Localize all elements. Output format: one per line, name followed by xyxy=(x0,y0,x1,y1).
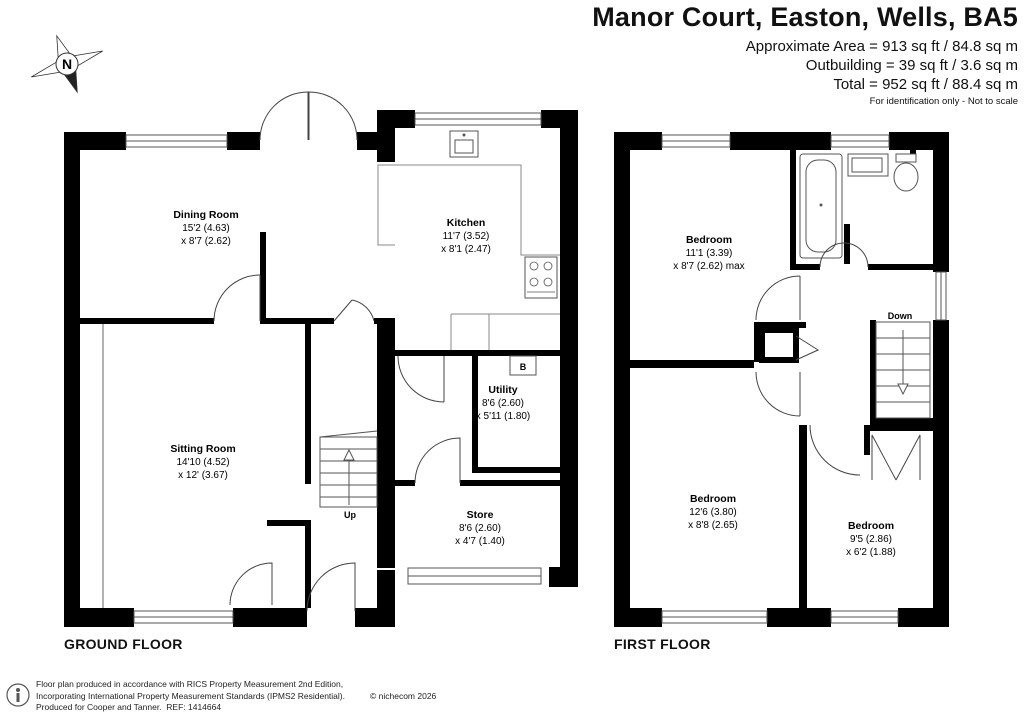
bedroom3-dim1: 9'5 (2.86) xyxy=(850,534,892,545)
bedroom1-name: Bedroom xyxy=(686,234,732,246)
stairs-up-label: Up xyxy=(344,510,356,520)
sitting-room-dim1: 14'10 (4.52) xyxy=(176,457,229,468)
footer-line-2: Incorporating International Property Mea… xyxy=(36,690,345,701)
footer-produced-for: Produced for Cooper and Tanner. xyxy=(36,702,162,712)
sitting-room-name: Sitting Room xyxy=(170,443,235,455)
property-title: Manor Court, Easton, Wells, BA5 xyxy=(592,2,1018,32)
kitchen-dim1: 11'7 (3.52) xyxy=(443,231,490,242)
bedroom1-dim1: 11'1 (3.39) xyxy=(686,248,733,259)
kitchen-name: Kitchen xyxy=(447,217,486,229)
utility-dim2: x 5'11 (1.80) xyxy=(476,411,531,422)
outbuilding-area: Outbuilding = 39 sq ft / 3.6 sq m xyxy=(805,57,1018,74)
bedroom2-dim2: x 8'8 (2.65) xyxy=(688,520,738,531)
ground-floor-label: GROUND FLOOR xyxy=(64,636,183,652)
kitchen-dim2: x 8'1 (2.47) xyxy=(441,244,491,255)
approximate-area: Approximate Area = 913 sq ft / 84.8 sq m xyxy=(745,38,1018,55)
compass-north-letter: N xyxy=(62,56,72,72)
first-floor-plan: Down Bedroom 11'1 (3.39) x 8'7 (2.62) ma… xyxy=(614,132,949,627)
store-name: Store xyxy=(467,509,494,521)
footer-notes: Floor plan produced in accordance with R… xyxy=(36,679,345,714)
boiler-label: B xyxy=(520,362,527,372)
bedroom3-name: Bedroom xyxy=(848,520,894,532)
footer-brand: © nichecom 2026 xyxy=(370,691,437,701)
first-floor-label: FIRST FLOOR xyxy=(614,636,711,652)
bedroom3-dim2: x 6'2 (1.88) xyxy=(846,547,896,558)
utility-dim1: 8'6 (2.60) xyxy=(482,398,524,409)
sitting-room-dim2: x 12' (3.67) xyxy=(178,470,228,481)
footer-ref: REF: 1414664 xyxy=(166,702,222,712)
nichecom-logo-icon xyxy=(6,683,30,707)
dining-room-name: Dining Room xyxy=(173,209,238,221)
bedroom2-name: Bedroom xyxy=(690,493,736,505)
north-compass-icon: N xyxy=(31,34,103,94)
footer-line-1: Floor plan produced in accordance with R… xyxy=(36,679,344,689)
footer-line-3: Produced for Cooper and Tanner. REF: 141… xyxy=(36,702,345,714)
bedroom1-dim2: x 8'7 (2.62) max xyxy=(673,261,744,272)
scale-disclaimer: For identification only - Not to scale xyxy=(869,96,1018,107)
stairs-down-label: Down xyxy=(888,311,913,321)
ground-floor-plan: B Up Dining Room 15'2 (4.63) x 8'7 (2.62… xyxy=(64,91,578,627)
dining-room-dim1: 15'2 (4.63) xyxy=(182,223,230,234)
total-area: Total = 952 sq ft / 88.4 sq m xyxy=(833,76,1018,93)
dining-room-dim2: x 8'7 (2.62) xyxy=(181,236,231,247)
store-dim2: x 4'7 (1.40) xyxy=(455,536,505,547)
bedroom2-dim1: 12'6 (3.80) xyxy=(689,507,737,518)
utility-name: Utility xyxy=(488,384,517,396)
store-dim1: 8'6 (2.60) xyxy=(459,523,501,534)
